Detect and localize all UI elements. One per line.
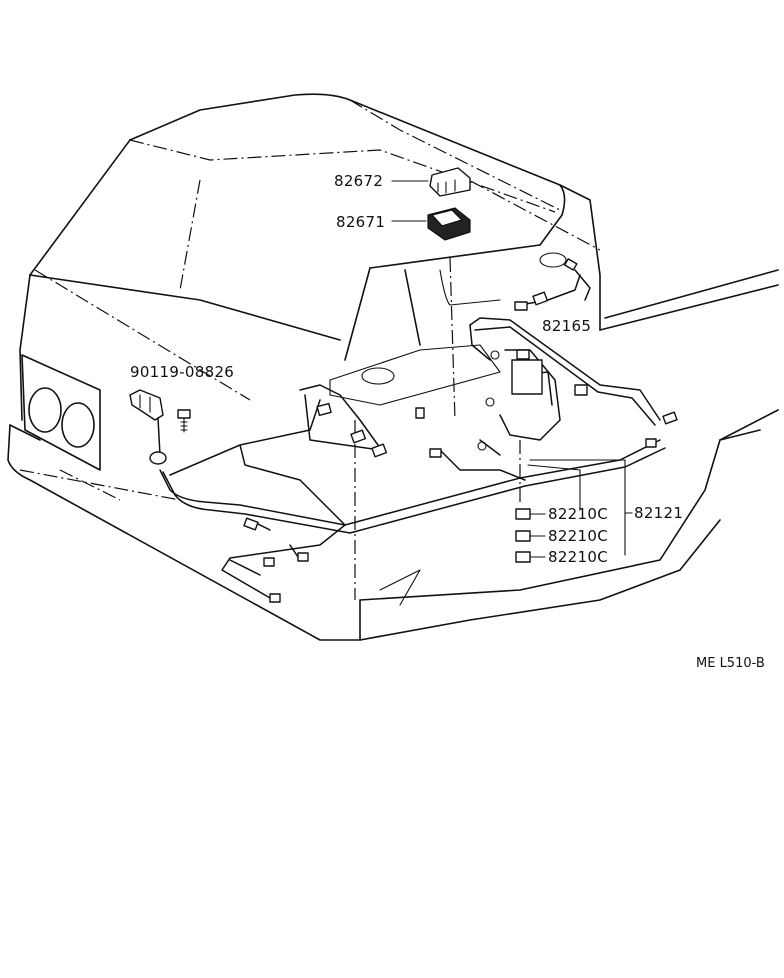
- label-82210c-1: 82210C: [548, 505, 608, 523]
- part-82165-wire: [539, 252, 578, 271]
- vehicle-body-outline: [7, 93, 779, 641]
- part-82672-cover: [391, 167, 471, 197]
- label-82671: 82671: [336, 213, 385, 231]
- part-82671-junction-block: [391, 207, 471, 241]
- wire-harness-82121: [159, 269, 666, 599]
- part-82210c-connectors: [515, 508, 546, 563]
- figure-code: ME L510-B: [696, 656, 765, 671]
- label-90119-08826: 90119-08826: [130, 363, 234, 381]
- label-82672: 82672: [334, 172, 383, 190]
- label-82121: 82121: [634, 504, 683, 522]
- label-82165: 82165: [542, 317, 591, 335]
- part-90119-08826-clamp: [129, 389, 191, 465]
- label-82210c-3: 82210C: [548, 548, 608, 566]
- harness-connectors: [243, 291, 678, 603]
- label-82210c-2: 82210C: [548, 527, 608, 545]
